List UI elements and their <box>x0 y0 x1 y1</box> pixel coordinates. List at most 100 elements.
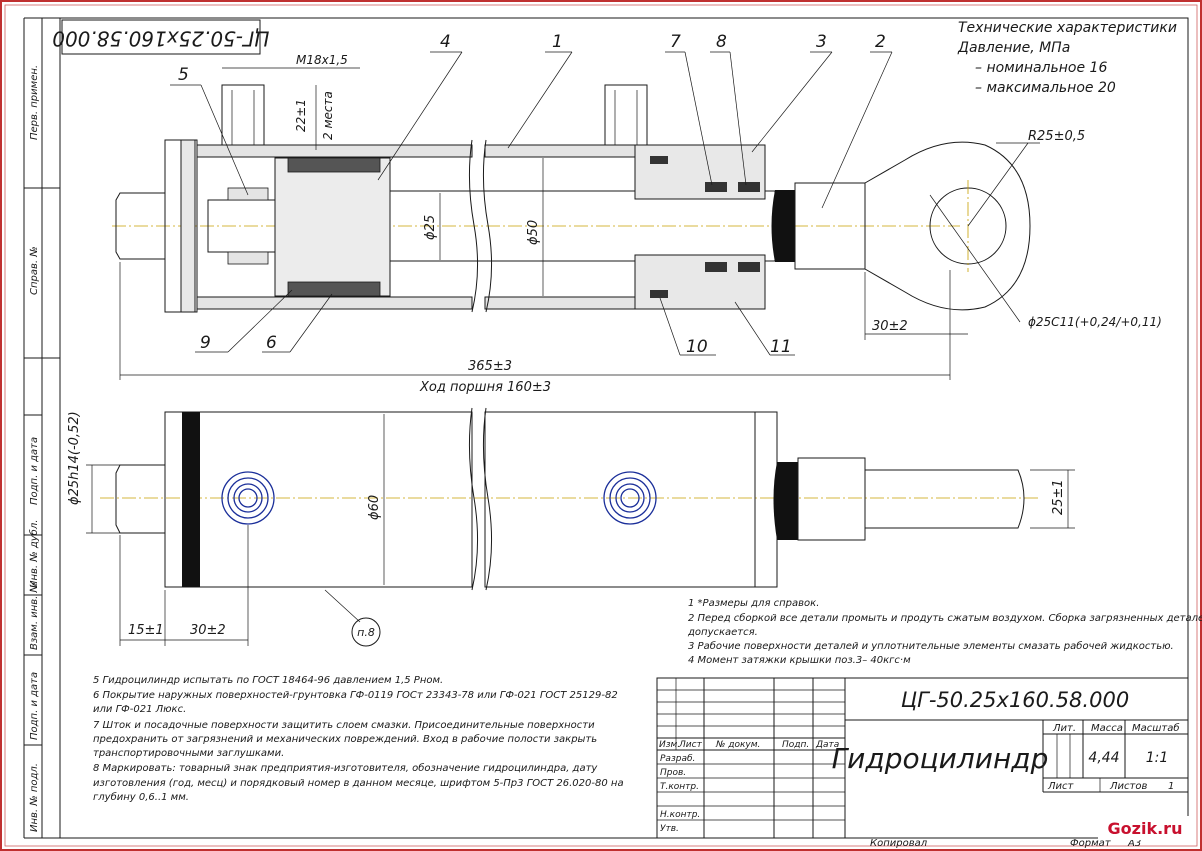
svg-text:6: 6 <box>266 333 277 353</box>
svg-text:допускается.: допускается. <box>687 627 758 638</box>
gland-seal-bottom-1 <box>705 262 727 272</box>
svg-text:22±1: 22±1 <box>294 99 308 132</box>
svg-text:транспортировочными заглушками: транспортировочными заглушками. <box>93 748 284 759</box>
svg-text:Н.контр.: Н.контр. <box>660 810 700 820</box>
svg-text:п.8: п.8 <box>357 626 375 639</box>
note-reference-circle <box>351 617 381 647</box>
svg-text:или ГФ-021 Люкс.: или ГФ-021 Люкс. <box>93 704 186 715</box>
titleblock-scale-header: Масштаб <box>1132 722 1180 734</box>
gland-seal-bottom-2 <box>738 262 760 272</box>
notes-right: 1 *Размеры для справок. 2 Перед сборкой … <box>687 598 1202 666</box>
exterior-view <box>100 407 1040 591</box>
svg-text:Дата: Дата <box>815 740 839 750</box>
barrel-wall-bottom-left <box>196 296 473 310</box>
svg-text:8: 8 <box>716 32 727 52</box>
svg-text:ϕ25: ϕ25 <box>423 215 438 240</box>
left-margin-columns <box>23 17 60 839</box>
ext-rod-end <box>864 469 1025 529</box>
barrel-wall-bottom-right <box>484 296 636 310</box>
svg-text:ϕ25C11(+0,24/+0,11): ϕ25C11(+0,24/+0,11) <box>1028 315 1162 329</box>
rotated-code-box <box>61 19 261 55</box>
svg-text:– максимальное 20: – максимальное 20 <box>975 80 1116 96</box>
svg-text:Изм.: Изм. <box>659 740 680 750</box>
svg-text:Ход поршня 160±3: Ход поршня 160±3 <box>419 380 551 395</box>
exterior-dimensions: ϕ25h14(-0,52) ϕ60 25±1 15±1 30±2 п.8 <box>67 411 1075 647</box>
svg-text:5: 5 <box>178 65 189 85</box>
svg-text:10: 10 <box>686 337 708 357</box>
side-label-orig-inv: Инв. № подл. <box>29 763 40 832</box>
rod-eye <box>864 141 1031 311</box>
piston-seal-top <box>287 157 381 173</box>
svg-text:ϕ60: ϕ60 <box>367 495 382 520</box>
barrel-wall-top-left <box>196 144 473 158</box>
svg-text:Лист: Лист <box>678 740 703 750</box>
front-port <box>604 84 648 146</box>
svg-text:ϕ50: ϕ50 <box>526 220 541 245</box>
svg-text:глубину 0,6..1 мм.: глубину 0,6..1 мм. <box>93 791 189 803</box>
svg-text:изготовления (год, месц) и пор: изготовления (год, месц) и порядковый но… <box>93 778 624 789</box>
titleblock-sheets: Листов <box>1109 781 1147 792</box>
format-value: А3 <box>1127 838 1141 849</box>
ext-rod-collar <box>797 457 866 541</box>
piston <box>274 157 391 297</box>
rear-port <box>221 84 265 146</box>
rotated-doc-code: ЦГ-50.25x160.58.000 <box>52 27 270 51</box>
svg-text:Подп.: Подп. <box>782 740 809 750</box>
barrel-wall-top-right <box>484 144 636 158</box>
svg-text:3: 3 <box>816 32 827 52</box>
svg-text:365±3: 365±3 <box>468 359 512 374</box>
side-label-dup-inv: Инв. № дубл. <box>28 520 40 588</box>
titleblock-name: Гидроцилиндр <box>832 742 1049 775</box>
svg-text:2 места: 2 места <box>321 91 335 140</box>
svg-text:15±1: 15±1 <box>128 623 164 638</box>
svg-text:7: 7 <box>670 32 681 52</box>
piston-seal-bottom <box>287 281 381 297</box>
format-label: Формат <box>1070 838 1112 849</box>
svg-text:предохранить от загрязнений и: предохранить от загрязнений и механическ… <box>93 733 597 745</box>
svg-text:Т.контр.: Т.контр. <box>660 782 699 792</box>
ext-rear-seal-band <box>182 412 200 587</box>
svg-text:1 *Размеры для справок.: 1 *Размеры для справок. <box>688 598 819 609</box>
rear-cap-groove <box>180 139 196 313</box>
drawing-frame <box>59 17 1189 839</box>
svg-text:Разраб.: Разраб. <box>660 754 695 764</box>
ext-front-port <box>603 471 657 525</box>
side-label-repl-inv: Взам. инв. № <box>29 582 40 650</box>
ext-rear-port <box>221 471 275 525</box>
notes-left: 5 Гидроцилиндр испытать по ГОСТ 18464-96… <box>93 675 624 803</box>
watermark: Gozik.ru <box>1108 819 1183 838</box>
titleblock-sheets-value: 1 <box>1168 781 1174 792</box>
ext-barrel-left <box>164 411 473 588</box>
svg-text:Технические характеристики: Технические характеристики <box>958 20 1177 36</box>
svg-text:11: 11 <box>770 337 792 357</box>
gland-seal-top-2 <box>738 182 760 192</box>
ext-barrel-right <box>484 411 756 588</box>
svg-text:2: 2 <box>875 32 886 52</box>
svg-text:9: 9 <box>200 333 211 353</box>
tech-characteristics: Технические характеристики Давление, МПа… <box>957 20 1177 96</box>
titleblock-mass: 4,44 <box>1088 750 1119 766</box>
svg-text:Давление, МПа: Давление, МПа <box>957 40 1070 56</box>
svg-text:5 Гидроцилиндр испытать по ГО: 5 Гидроцилиндр испытать по ГОСТ 18464-96… <box>93 675 443 686</box>
section-dimensions: M18x1,5 22±1 2 места ϕ25 ϕ50 R25±0,5 ϕ25… <box>119 53 1162 395</box>
svg-text:4 Момент затяжки крышки поз.3: 4 Момент затяжки крышки поз.3– 40кгс·м <box>688 655 911 666</box>
title-block <box>656 677 1189 839</box>
titleblock-lit-header: Лит. <box>1052 723 1076 734</box>
titleblock-code: ЦГ-50.25x160.58.000 <box>901 688 1129 712</box>
section-view <box>112 84 1031 313</box>
svg-text:6 Покрытие наружных поверхнос: 6 Покрытие наружных поверхностей-грунтов… <box>93 690 618 701</box>
svg-text:3 Рабочие поверхности деталей: 3 Рабочие поверхности деталей и уплотнит… <box>688 640 1174 652</box>
section-callouts: 5 4 1 7 8 3 2 9 6 10 11 <box>170 32 893 357</box>
svg-text:ϕ25h14(-0,52): ϕ25h14(-0,52) <box>67 411 82 505</box>
svg-text:R25±0,5: R25±0,5 <box>1028 129 1085 144</box>
rod-wiper <box>771 190 795 262</box>
titleblock-column-headers: Изм. Лист № докум. Подп. Дата <box>659 740 839 750</box>
svg-text:2 Перед сборкой все детали пр: 2 Перед сборкой все детали промыть и про… <box>688 612 1202 624</box>
svg-text:M18x1,5: M18x1,5 <box>296 53 348 67</box>
gland-seal-top-1 <box>705 182 727 192</box>
titleblock-sheet: Лист <box>1047 781 1075 792</box>
svg-text:№ докум.: № докум. <box>715 740 760 750</box>
titleblock-row-labels: Разраб. Пров. Т.контр. Н.контр. Утв. <box>660 754 700 834</box>
